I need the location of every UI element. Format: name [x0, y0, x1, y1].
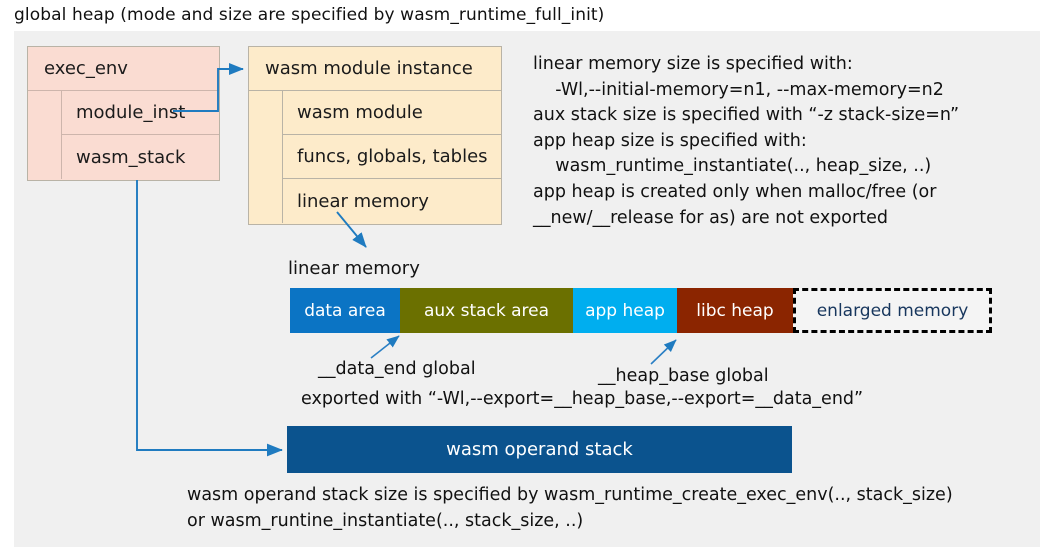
module-instance-field-wasm-module: wasm module [283, 91, 501, 135]
module-instance-rows: wasm module funcs, globals, tables linea… [283, 91, 501, 223]
annotation-exported-with: exported with “-Wl,--export=__heap_base,… [301, 389, 864, 409]
memory-segment-enlarged-memory: enlarged memory [793, 288, 992, 333]
linear-memory-caption: linear memory [288, 258, 420, 279]
linear-memory-notes: linear memory size is specified with: -W… [533, 54, 960, 228]
memory-segment-app-heap: app heap [573, 288, 677, 333]
linear-memory-bar: data area aux stack area app heap libc h… [290, 288, 992, 333]
annotation-heap-base: __heap_base global [598, 366, 769, 386]
module-instance-gutter [249, 91, 283, 223]
exec-env-box: exec_env module_inst wasm_stack [27, 46, 220, 181]
exec-env-gutter [28, 91, 62, 179]
module-instance-field-linear-memory: linear memory [297, 190, 429, 212]
module-instance-header: wasm module instance [249, 47, 501, 91]
operand-stack-notes: wasm operand stack size is specified by … [187, 485, 953, 531]
module-instance-body: wasm module funcs, globals, tables linea… [249, 91, 501, 223]
exec-env-header: exec_env [28, 47, 219, 91]
memory-segment-data-area: data area [290, 288, 400, 333]
exec-env-body: module_inst wasm_stack [28, 91, 219, 179]
exec-env-field-module-inst: module_inst [62, 91, 219, 135]
exec-env-rows: module_inst wasm_stack [62, 91, 219, 179]
module-instance-field-funcs-globals-tables: funcs, globals, tables [283, 135, 501, 179]
exec-env-field-wasm-stack: wasm_stack [76, 146, 186, 168]
memory-segment-libc-heap: libc heap [677, 288, 793, 333]
annotation-data-end: __data_end global [318, 359, 476, 379]
page-title: global heap (mode and size are specified… [14, 5, 605, 25]
memory-segment-aux-stack-area: aux stack area [400, 288, 573, 333]
wasm-operand-stack-bar: wasm operand stack [287, 426, 792, 473]
wasm-module-instance-box: wasm module instance wasm module funcs, … [248, 46, 502, 225]
